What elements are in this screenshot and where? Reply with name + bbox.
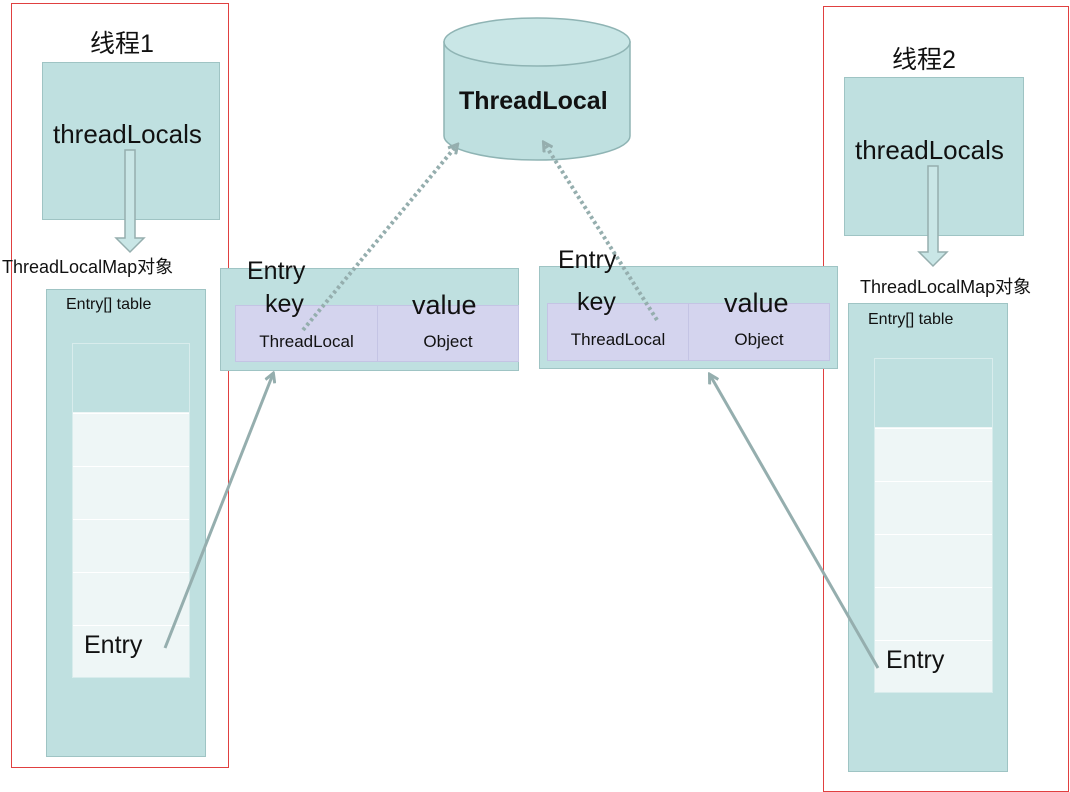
table-slot	[73, 572, 189, 624]
entry-right-key-cell: ThreadLocal	[547, 303, 689, 361]
table-slot-entry	[875, 640, 992, 692]
thread1-box	[11, 3, 229, 768]
thread1-table-label: Entry[] table	[66, 296, 152, 313]
thread1-slots	[72, 343, 190, 678]
entry-right-key-header: key	[577, 288, 616, 316]
thread2-entry-arrow	[710, 375, 880, 669]
table-slot	[73, 519, 189, 571]
entry-right-value-value: Object	[734, 330, 784, 349]
thread1-title: 线程1	[90, 30, 154, 58]
thread2-table-label: Entry[] table	[868, 311, 954, 328]
entry-left-title: Entry	[247, 257, 306, 285]
table-slot	[73, 413, 189, 465]
table-slot	[875, 481, 992, 533]
table-slot	[875, 587, 992, 639]
threadlocal-cylinder	[443, 17, 631, 161]
table-slot	[875, 359, 992, 427]
thread2-threadlocals-label: threadLocals	[855, 135, 1004, 165]
entry-left-key-header: key	[265, 290, 304, 318]
entry-right-key-value: ThreadLocal	[570, 330, 666, 349]
entry-left-key-value: ThreadLocal	[259, 332, 354, 351]
table-slot	[73, 344, 189, 412]
entry-right-title: Entry	[558, 246, 617, 274]
thread1-threadlocals-label: threadLocals	[53, 119, 202, 149]
entry-right-value-header: value	[724, 288, 789, 318]
thread2-slots	[874, 358, 993, 693]
entry-left-key-cell: ThreadLocal	[235, 305, 378, 362]
entry-left-value-header: value	[412, 290, 477, 320]
thread1-entry-arrow	[163, 374, 273, 649]
thread2-entry-label: Entry	[886, 646, 945, 674]
table-slot	[875, 534, 992, 586]
thread2-down-arrow	[917, 165, 949, 268]
entry-left-value-value: Object	[423, 332, 473, 351]
thread1-entry-label: Entry	[84, 631, 143, 659]
entry-left-key-ref-arrow	[301, 145, 457, 332]
entry-right-value-cell: Object	[688, 303, 830, 361]
thread1-map-label: ThreadLocalMap对象	[2, 257, 174, 277]
entry-right-key-ref-arrow	[544, 143, 659, 322]
table-slot	[875, 428, 992, 480]
thread2-map-label: ThreadLocalMap对象	[860, 277, 1032, 297]
thread2-title: 线程2	[892, 46, 956, 74]
entry-left-value-cell: Object	[377, 305, 519, 362]
table-slot	[73, 466, 189, 518]
threadlocal-label: ThreadLocal	[459, 87, 608, 115]
thread1-down-arrow	[114, 149, 146, 254]
